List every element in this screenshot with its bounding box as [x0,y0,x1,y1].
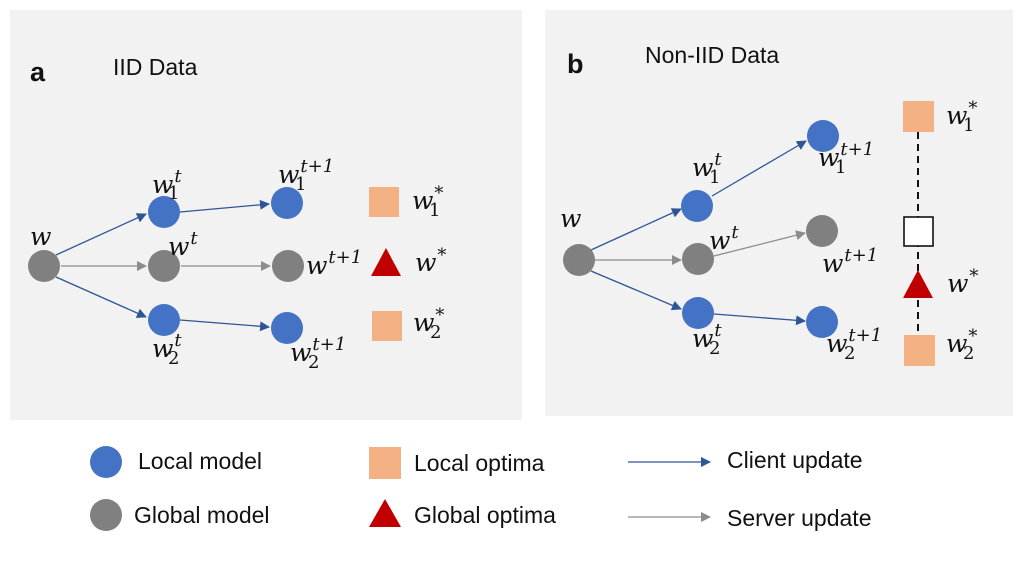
math-w-star: w* [947,266,978,298]
arrow-b-client-bottom [713,313,806,326]
arrow-a-client-down [55,276,147,318]
global-model-node [148,250,180,282]
local-model-node [271,312,303,344]
math-w-t: wt [168,228,198,261]
math-w-t: wt [709,222,739,255]
panel-a-label: a [30,57,46,87]
math-w-star: w* [415,245,446,277]
legend-local-optima-label: Local optima [414,450,545,476]
local-optima-square [372,311,402,341]
global-model-node [272,250,304,282]
arrow-a-client-top [179,199,270,213]
legend-client-update-label: Client update [727,447,863,473]
local-model-node [148,196,180,228]
legend-server-update-label: Server update [727,505,872,531]
arrow-b-client-up [590,208,682,251]
global-model-node [28,250,60,282]
arrow-b-server-center [713,230,806,257]
legend-local-optima-icon [369,447,401,479]
legend-global-model-icon [90,499,122,531]
arrow-b-client-top [711,140,807,197]
local-optima-square [904,335,935,366]
global-optima-triangle [371,248,401,276]
legend-global-optima-label: Global optima [414,502,556,528]
legend-local-model-icon [90,446,122,478]
panel-a [10,10,522,420]
local-model-node [806,306,838,338]
local-model-node [148,304,180,336]
math-w: w [560,204,581,233]
arrow-a-client-bottom [179,319,270,332]
local-model-node [807,120,839,152]
averaged-optimum-box [903,216,934,247]
arrow-a-client-up [55,213,147,256]
math-w1-star: w*1 [412,183,443,221]
local-model-node [682,297,714,329]
legend-local-model-label: Local model [138,448,263,474]
local-model-node [681,190,713,222]
global-model-node [806,215,838,247]
global-model-node [682,243,714,275]
math-w2-star: w*2 [946,326,977,364]
local-optima-square [369,187,399,217]
global-model-node [563,244,595,276]
legend-global-optima-icon [369,499,401,527]
math-w-t1: wt+1 [822,245,878,278]
math-w-t1: wt+1 [306,247,362,280]
panel-b-title: Non-IID Data [645,42,780,68]
math-w2-star: w*2 [413,305,444,343]
local-optima-square [903,101,934,132]
panel-b-label: b [567,49,584,79]
panel-a-title: IID Data [113,54,198,80]
math-w1-star: w*1 [946,98,977,136]
global-optima-triangle [903,270,933,298]
local-model-node [271,187,303,219]
legend-global-model-label: Global model [134,502,270,528]
math-w: w [30,222,51,251]
arrow-b-client-down [590,270,682,311]
